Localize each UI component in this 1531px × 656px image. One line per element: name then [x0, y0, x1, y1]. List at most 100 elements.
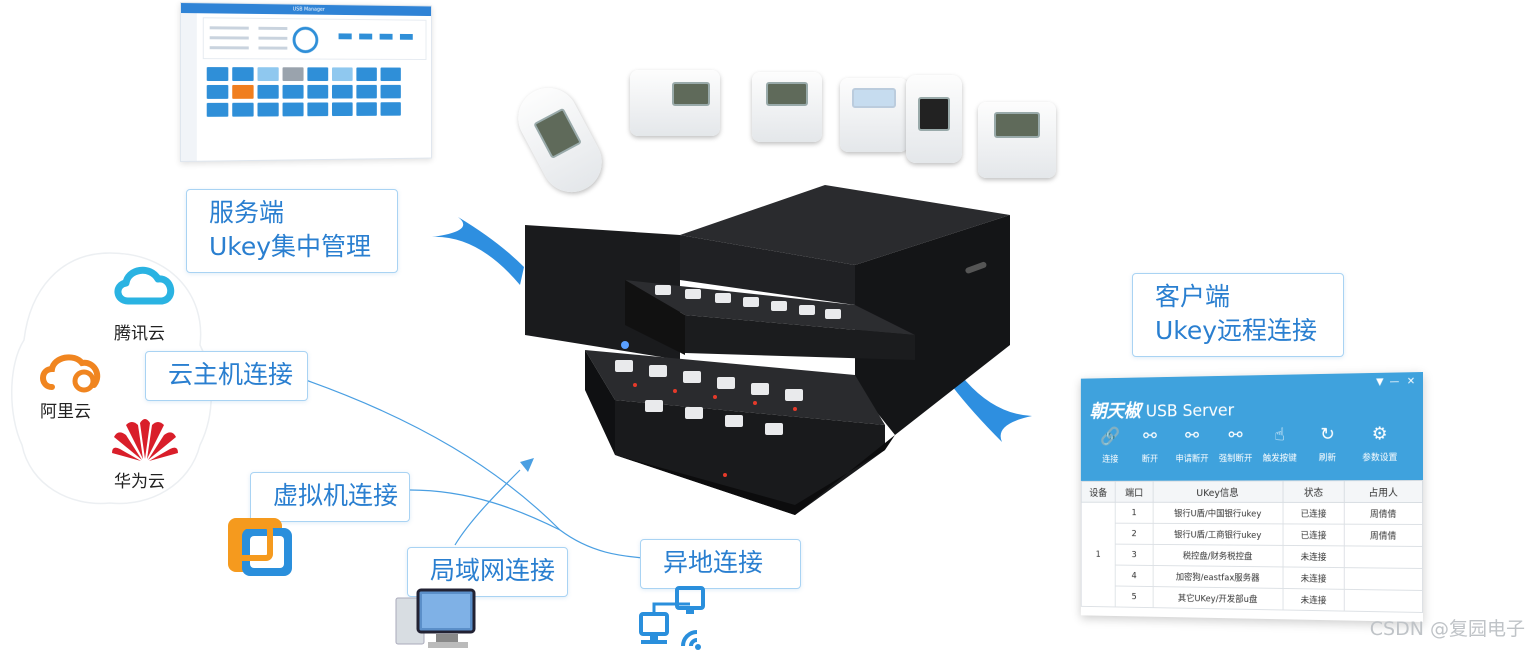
user-cell	[1344, 589, 1423, 613]
port-cell: 1	[1115, 502, 1154, 524]
vm-callout: 虚拟机连接	[250, 472, 410, 522]
user-cell: 周倩倩	[1344, 524, 1423, 547]
ukey-device	[507, 77, 613, 203]
port-cell	[206, 67, 229, 82]
status-cell: 已连接	[1283, 523, 1345, 546]
manager-title-bar: USB Manager	[180, 3, 432, 17]
port-cell	[282, 67, 304, 82]
toolbar-touch-key-button[interactable]: ☝ 触发按键	[1256, 423, 1303, 464]
toolbar-settings-button[interactable]: ⚙ 参数设置	[1355, 422, 1404, 463]
toolbar-disconnect-button[interactable]: ⚯ 断开	[1127, 425, 1172, 465]
tencent-cloud-label: 腾讯云	[114, 324, 165, 344]
watermark: CSDN @复园电子	[1369, 618, 1525, 640]
port-cell	[356, 84, 377, 99]
port-cell	[257, 84, 279, 99]
port-cell	[206, 84, 229, 99]
status-cell: 未连接	[1283, 545, 1345, 568]
manager-stats-panel	[202, 17, 427, 61]
table-row[interactable]: 5 其它UKey/开发部u盘 未连接	[1081, 586, 1423, 613]
client-header: ▼ — ✕ 朝天椒 USB Server 🔗 连接 ⚯ 断开 ⚯ 申请断开 ⚯ …	[1080, 372, 1423, 481]
col-port: 端口	[1115, 481, 1154, 503]
port-cell	[282, 102, 304, 117]
port-cell	[282, 84, 304, 99]
server-callout-line2: Ukey集中管理	[209, 232, 372, 261]
port-cell: 4	[1115, 565, 1154, 587]
huawei-logo-icon	[112, 419, 178, 461]
toolbar-connect-button[interactable]: 🔗 连接	[1088, 425, 1133, 464]
arrow-to-server-left	[432, 217, 524, 285]
client-callout: 客户端 Ukey远程连接	[1132, 273, 1344, 357]
user-cell	[1344, 567, 1423, 591]
refresh-icon: ↻	[1320, 424, 1335, 445]
port-cell	[331, 67, 353, 82]
status-cell: 未连接	[1283, 588, 1345, 612]
toolbar-request-disconnect-button[interactable]: ⚯ 申请断开	[1169, 424, 1215, 465]
table-row[interactable]: 2 银行U盾/工商银行ukey 已连接 周倩倩	[1081, 523, 1423, 547]
link-icon: 🔗	[1100, 426, 1121, 447]
touch-key-icon: ☝	[1274, 424, 1285, 446]
client-callout-line1: 客户端	[1155, 282, 1231, 311]
user-cell: 周倩倩	[1344, 502, 1423, 525]
col-user: 占用人	[1344, 480, 1423, 503]
aliyun-label: 阿里云	[40, 402, 91, 422]
info-cell: 其它UKey/开发部u盘	[1153, 586, 1284, 610]
vm-icon	[228, 518, 292, 576]
server-callout-line1: 服务端	[209, 198, 285, 227]
ukey-device	[630, 70, 720, 136]
port-cell	[380, 84, 401, 99]
toolbar-refresh-button[interactable]: ↻ 刷新	[1303, 423, 1351, 464]
server-callout: 服务端 Ukey集中管理	[186, 189, 398, 273]
restore-icon[interactable]: —	[1389, 376, 1400, 388]
close-icon[interactable]: ✕	[1406, 376, 1416, 388]
minimize-icon[interactable]: ▼	[1376, 376, 1384, 388]
remote-callout: 异地连接	[640, 539, 801, 589]
request-disconnect-icon: ⚯	[1185, 425, 1199, 446]
manager-stats-graphic	[209, 18, 413, 61]
port-cell	[232, 67, 254, 82]
ukey-device	[752, 72, 822, 142]
port-cell	[232, 84, 254, 99]
col-device: 设备	[1081, 481, 1116, 503]
manager-port-grid	[206, 67, 401, 117]
force-disconnect-icon: ⚯	[1228, 425, 1243, 446]
table-header-row: 设备 端口 UKey信息 状态 占用人	[1081, 480, 1423, 503]
unlink-icon: ⚯	[1143, 426, 1157, 447]
ukey-device	[978, 102, 1056, 178]
cloud-host-callout: 云主机连接	[145, 351, 308, 401]
info-cell: 税控盘/财务税控盘	[1153, 544, 1284, 567]
cloud-providers-bubble: 腾讯云 阿里云 华为云	[10, 245, 215, 510]
client-title: 朝天椒 USB Server	[1090, 395, 1234, 423]
port-cell	[232, 102, 254, 117]
table-row[interactable]: 1 1 银行U盾/中国银行ukey 已连接 周倩倩	[1081, 502, 1423, 607]
device-cell: 1	[1081, 502, 1116, 607]
port-cell: 2	[1115, 523, 1154, 545]
port-cell	[257, 102, 279, 117]
computer-icon	[395, 588, 476, 648]
col-status: 状态	[1283, 480, 1345, 503]
port-cell	[331, 84, 353, 99]
client-brand: 朝天椒	[1089, 400, 1141, 423]
arrow-to-server-right	[952, 366, 1032, 442]
tencent-cloud-icon	[114, 266, 175, 305]
port-cell	[380, 67, 401, 82]
ukey-device	[840, 78, 908, 152]
usb-server-hardware	[525, 185, 1010, 515]
network-icon	[639, 586, 705, 650]
client-product: USB Server	[1145, 400, 1235, 422]
port-cell	[307, 67, 329, 82]
ukey-device	[906, 75, 962, 163]
ukey-table: 设备 端口 UKey信息 状态 占用人 1 1 银行U盾/中国银行ukey 已连…	[1081, 480, 1423, 613]
port-cell	[356, 67, 377, 82]
status-cell: 未连接	[1283, 566, 1345, 590]
manager-sidebar	[180, 13, 197, 161]
gear-icon: ⚙	[1371, 423, 1388, 445]
port-cell	[356, 102, 377, 116]
client-callout-line2: Ukey远程连接	[1155, 316, 1318, 345]
port-cell	[206, 102, 229, 117]
user-cell	[1344, 545, 1423, 569]
info-cell: 加密狗/eastfax服务器	[1153, 565, 1284, 589]
status-cell: 已连接	[1283, 502, 1345, 525]
port-cell	[380, 102, 401, 116]
toolbar-force-disconnect-button[interactable]: ⚯ 强制断开	[1212, 424, 1259, 464]
port-cell	[257, 67, 279, 82]
